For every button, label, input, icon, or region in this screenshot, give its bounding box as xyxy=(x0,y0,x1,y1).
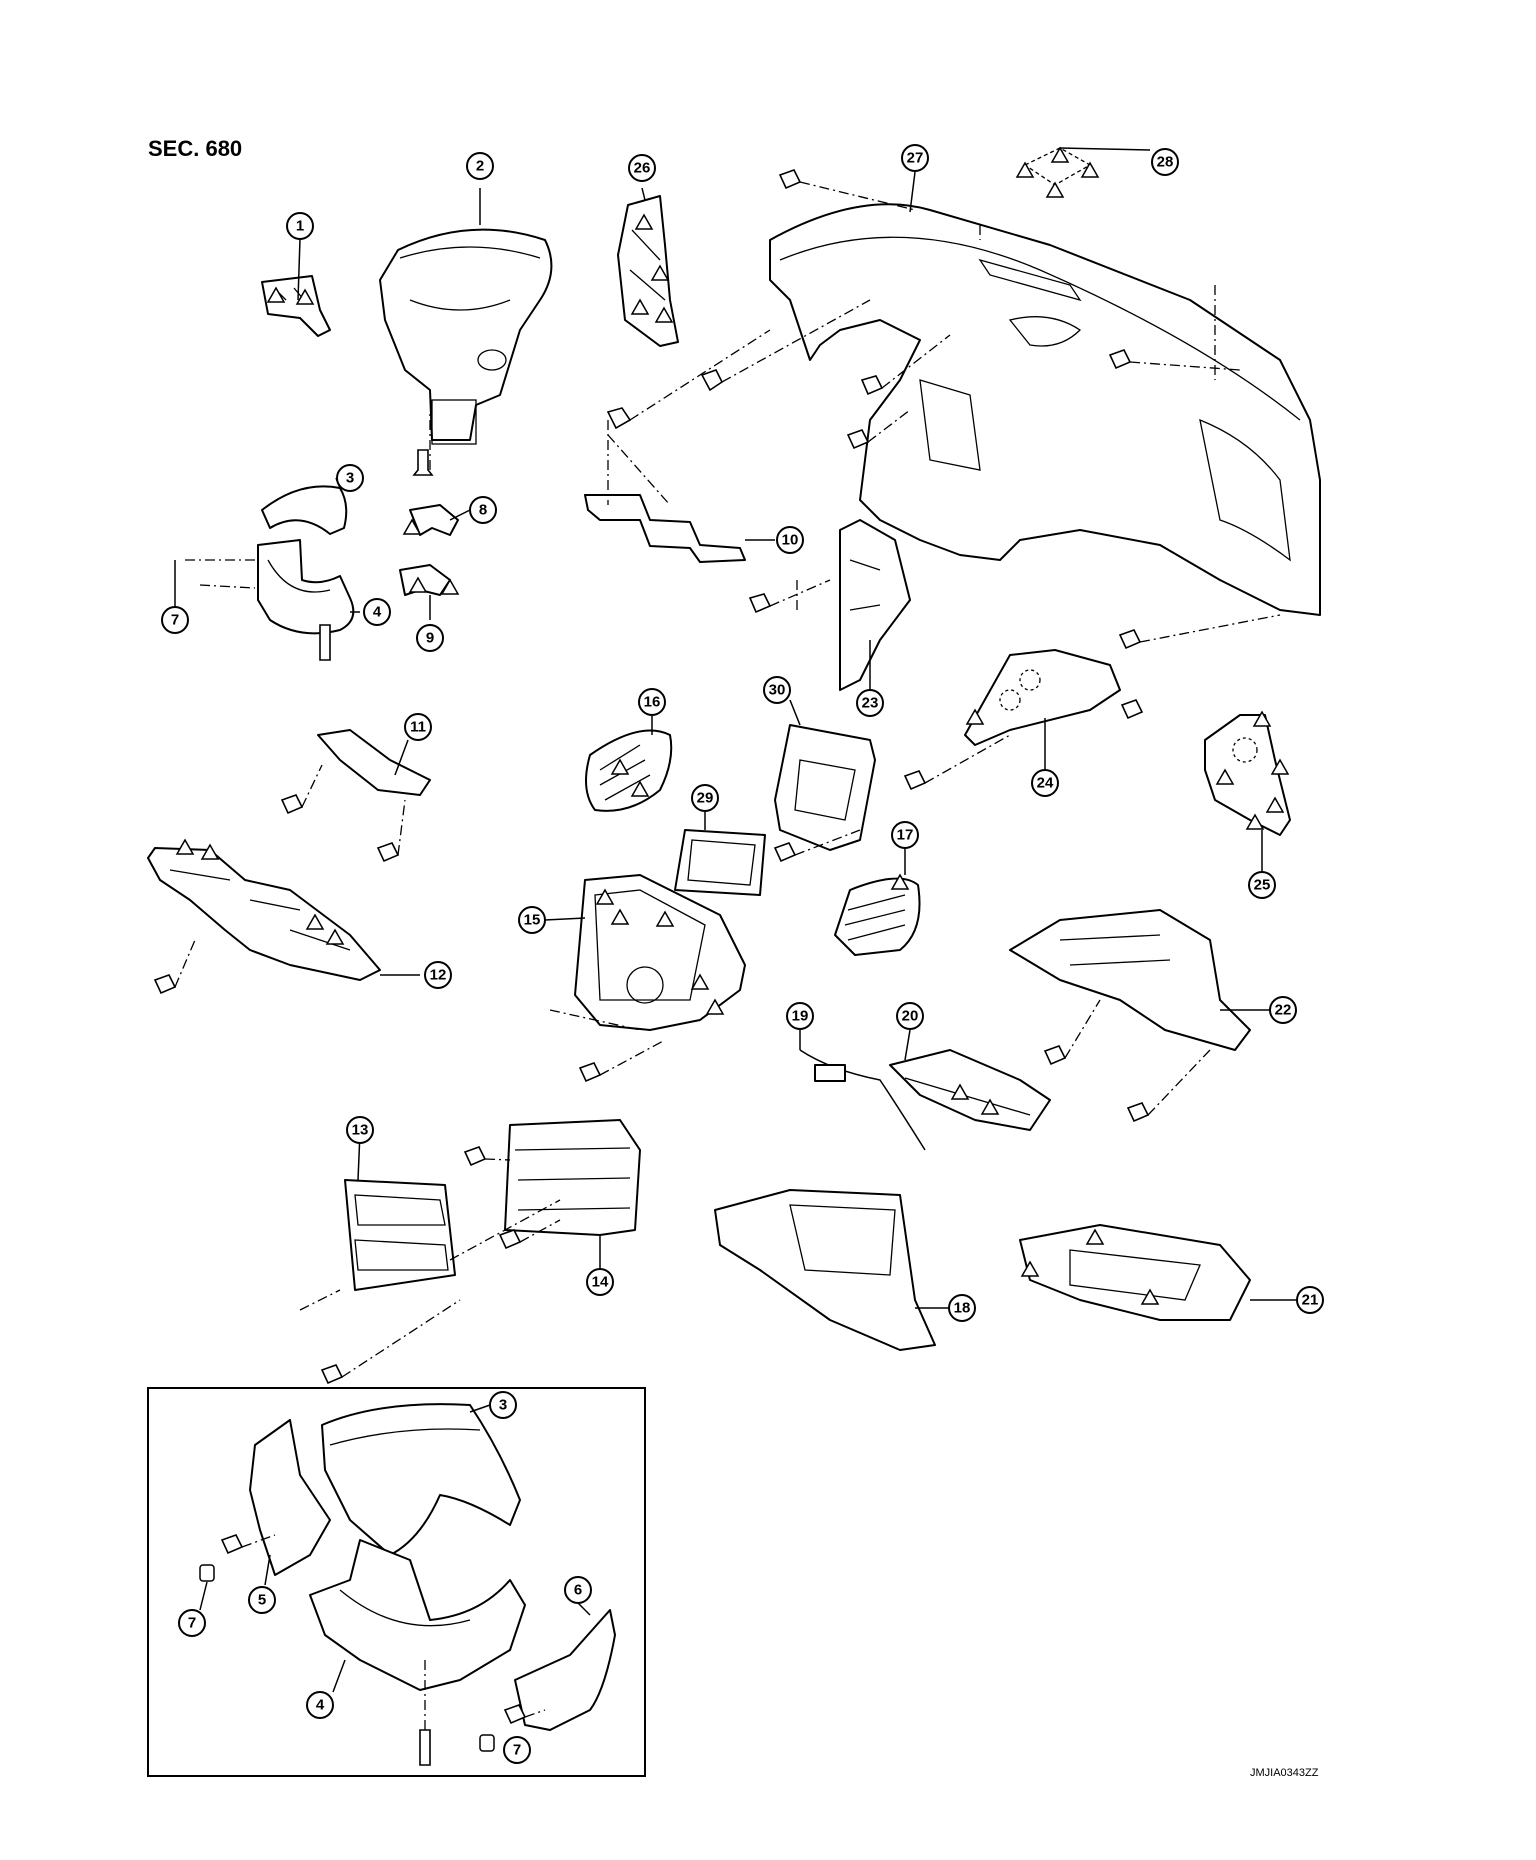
part-3-upper-cover xyxy=(261,477,348,535)
part-10-bracket xyxy=(584,494,775,563)
part-21-tray xyxy=(1019,1224,1298,1321)
part-4-lower-cover xyxy=(257,539,360,635)
callout-19: 19 xyxy=(786,1002,814,1030)
svg-text:16: 16 xyxy=(644,694,661,711)
callout-3: 3 xyxy=(336,464,364,492)
part-24-side-trim xyxy=(964,649,1121,770)
callout-24: 24 xyxy=(1031,769,1059,797)
clip-marks xyxy=(175,146,1290,1305)
inset-parts xyxy=(199,1403,616,1766)
callout-26: 26 xyxy=(628,154,656,182)
svg-text:23: 23 xyxy=(862,695,879,712)
svg-text:9: 9 xyxy=(426,630,434,647)
svg-text:8: 8 xyxy=(479,502,487,519)
svg-text:7: 7 xyxy=(171,612,179,629)
callout-1: 1 xyxy=(286,212,314,240)
svg-text:7: 7 xyxy=(513,1742,521,1759)
svg-text:20: 20 xyxy=(902,1008,919,1025)
svg-text:17: 17 xyxy=(897,827,914,844)
part-16-vent xyxy=(585,715,673,812)
part-19-harness xyxy=(799,1030,926,1151)
callout-12: 12 xyxy=(424,961,452,989)
callout-11: 11 xyxy=(404,713,432,741)
part-8-bracket xyxy=(409,504,471,536)
svg-text:12: 12 xyxy=(430,967,447,984)
callout-25: 25 xyxy=(1248,871,1276,899)
callout-14: 14 xyxy=(586,1268,614,1296)
part-18-glove-box xyxy=(714,1189,950,1351)
callout-23: 23 xyxy=(856,689,884,717)
inset-callout-3: 3 xyxy=(489,1391,517,1419)
callout-30: 30 xyxy=(763,676,791,704)
callout-7: 7 xyxy=(161,606,189,634)
svg-text:24: 24 xyxy=(1037,775,1054,792)
callout-8: 8 xyxy=(469,496,497,524)
svg-text:4: 4 xyxy=(373,604,382,621)
svg-text:25: 25 xyxy=(1254,877,1271,894)
callout-20: 20 xyxy=(896,1002,924,1030)
inset-callout-4: 4 xyxy=(306,1691,334,1719)
part-1-panel xyxy=(261,275,331,337)
svg-text:3: 3 xyxy=(346,470,354,487)
inset-callout-5: 5 xyxy=(248,1586,276,1614)
svg-text:10: 10 xyxy=(782,532,799,549)
detail-inset-frame xyxy=(147,1387,646,1777)
svg-text:18: 18 xyxy=(954,1300,971,1317)
inset-callout-7b: 7 xyxy=(503,1736,531,1764)
part-22-lower-panel xyxy=(1009,909,1270,1051)
svg-text:6: 6 xyxy=(574,1582,582,1599)
figure-code: JMJIA0343ZZ xyxy=(1250,1767,1319,1779)
part-12-lower-panel xyxy=(147,847,420,981)
part-13-audio-bezel xyxy=(344,1131,456,1291)
callout-22: 22 xyxy=(1269,996,1297,1024)
svg-text:7: 7 xyxy=(188,1615,196,1632)
callout-13: 13 xyxy=(346,1116,374,1144)
callout-17: 17 xyxy=(891,821,919,849)
part-20-trim xyxy=(889,1029,1051,1131)
svg-text:29: 29 xyxy=(697,790,714,807)
assembly-lines xyxy=(174,181,1281,1378)
part-17-vent xyxy=(834,848,921,956)
svg-text:13: 13 xyxy=(352,1122,369,1139)
inset-callout-6: 6 xyxy=(564,1576,592,1604)
svg-text:30: 30 xyxy=(769,682,786,699)
callout-10: 10 xyxy=(776,526,804,554)
svg-text:14: 14 xyxy=(592,1274,609,1291)
svg-text:5: 5 xyxy=(258,1592,266,1609)
callout-2: 2 xyxy=(466,152,494,180)
svg-text:22: 22 xyxy=(1275,1002,1292,1019)
part-2-steering-pad xyxy=(379,188,553,445)
section-label: SEC. 680 xyxy=(148,136,242,161)
callout-27: 27 xyxy=(901,144,929,172)
svg-text:2: 2 xyxy=(476,158,484,175)
svg-text:1: 1 xyxy=(296,218,304,235)
svg-text:28: 28 xyxy=(1157,154,1174,171)
svg-text:26: 26 xyxy=(634,160,651,177)
svg-text:27: 27 xyxy=(907,150,924,167)
callout-21: 21 xyxy=(1296,1286,1324,1314)
part-27-instrument-panel xyxy=(769,171,1321,616)
part-14-audio-unit xyxy=(504,1119,641,1268)
callout-18: 18 xyxy=(948,1294,976,1322)
svg-text:3: 3 xyxy=(499,1397,507,1414)
part-11-bracket xyxy=(317,729,431,796)
callout-15: 15 xyxy=(518,906,546,934)
svg-text:19: 19 xyxy=(792,1008,809,1025)
callout-28: 28 xyxy=(1151,148,1179,176)
svg-text:11: 11 xyxy=(410,719,426,736)
svg-text:15: 15 xyxy=(524,912,541,929)
callout-29: 29 xyxy=(691,784,719,812)
inset-callout-7a: 7 xyxy=(178,1609,206,1637)
svg-text:4: 4 xyxy=(316,1697,325,1714)
part-30-frame xyxy=(774,699,876,851)
part-29-display xyxy=(674,812,766,896)
callout-9: 9 xyxy=(416,624,444,652)
callout-16: 16 xyxy=(638,688,666,716)
callout-4: 4 xyxy=(363,598,391,626)
svg-text:21: 21 xyxy=(1302,1292,1319,1309)
part-23-side-panel xyxy=(839,519,911,691)
part-25-side-cover xyxy=(1204,714,1291,872)
